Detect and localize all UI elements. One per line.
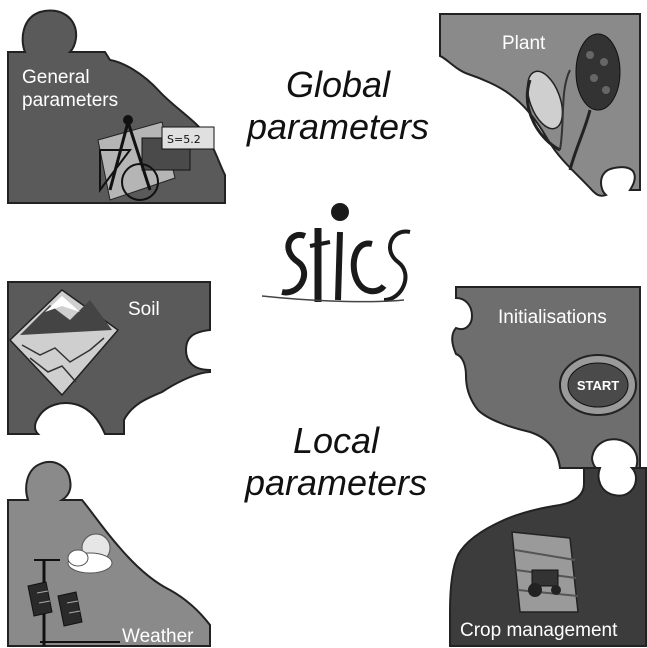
mountain-soil-icon [8,289,120,397]
tractor-field-icon [511,531,579,613]
crop-management-label: Crop management [460,620,618,641]
piece-plant [439,13,641,197]
soil-label: Soil [128,299,160,320]
general-parameters-line1: General [22,67,90,88]
piece-initialisations [451,286,641,469]
piece-crop-management [449,467,647,647]
weather-label: Weather [122,626,194,647]
piece-weather [7,461,211,647]
local-title-line1: Local [292,420,380,461]
piece-general-parameters: S=5.2 [7,9,226,204]
global-parameters-title: Global parameters [208,64,468,148]
plant-label: Plant [502,33,546,54]
sorghum-icon [568,33,621,171]
weather-station-icon [27,559,120,646]
global-title-line1: Global [285,64,391,105]
initialisations-label: Initialisations [498,307,607,328]
sun-cloud-icon [67,533,113,574]
general-parameters-line2: parameters [22,90,119,111]
start-button[interactable] [559,354,637,416]
local-parameters-title: Local parameters [206,420,466,504]
local-title-line2: parameters [244,462,428,503]
stics-logo [261,203,411,303]
piece-soil [7,281,211,435]
svg-text:S=5.2: S=5.2 [167,133,201,146]
corn-icon [525,69,571,152]
drawing-tools-icon: S=5.2 [97,115,215,201]
general-parameters-label: General parameters [22,66,118,112]
start-button-label: START [577,378,619,393]
global-title-line2: parameters [246,106,430,147]
